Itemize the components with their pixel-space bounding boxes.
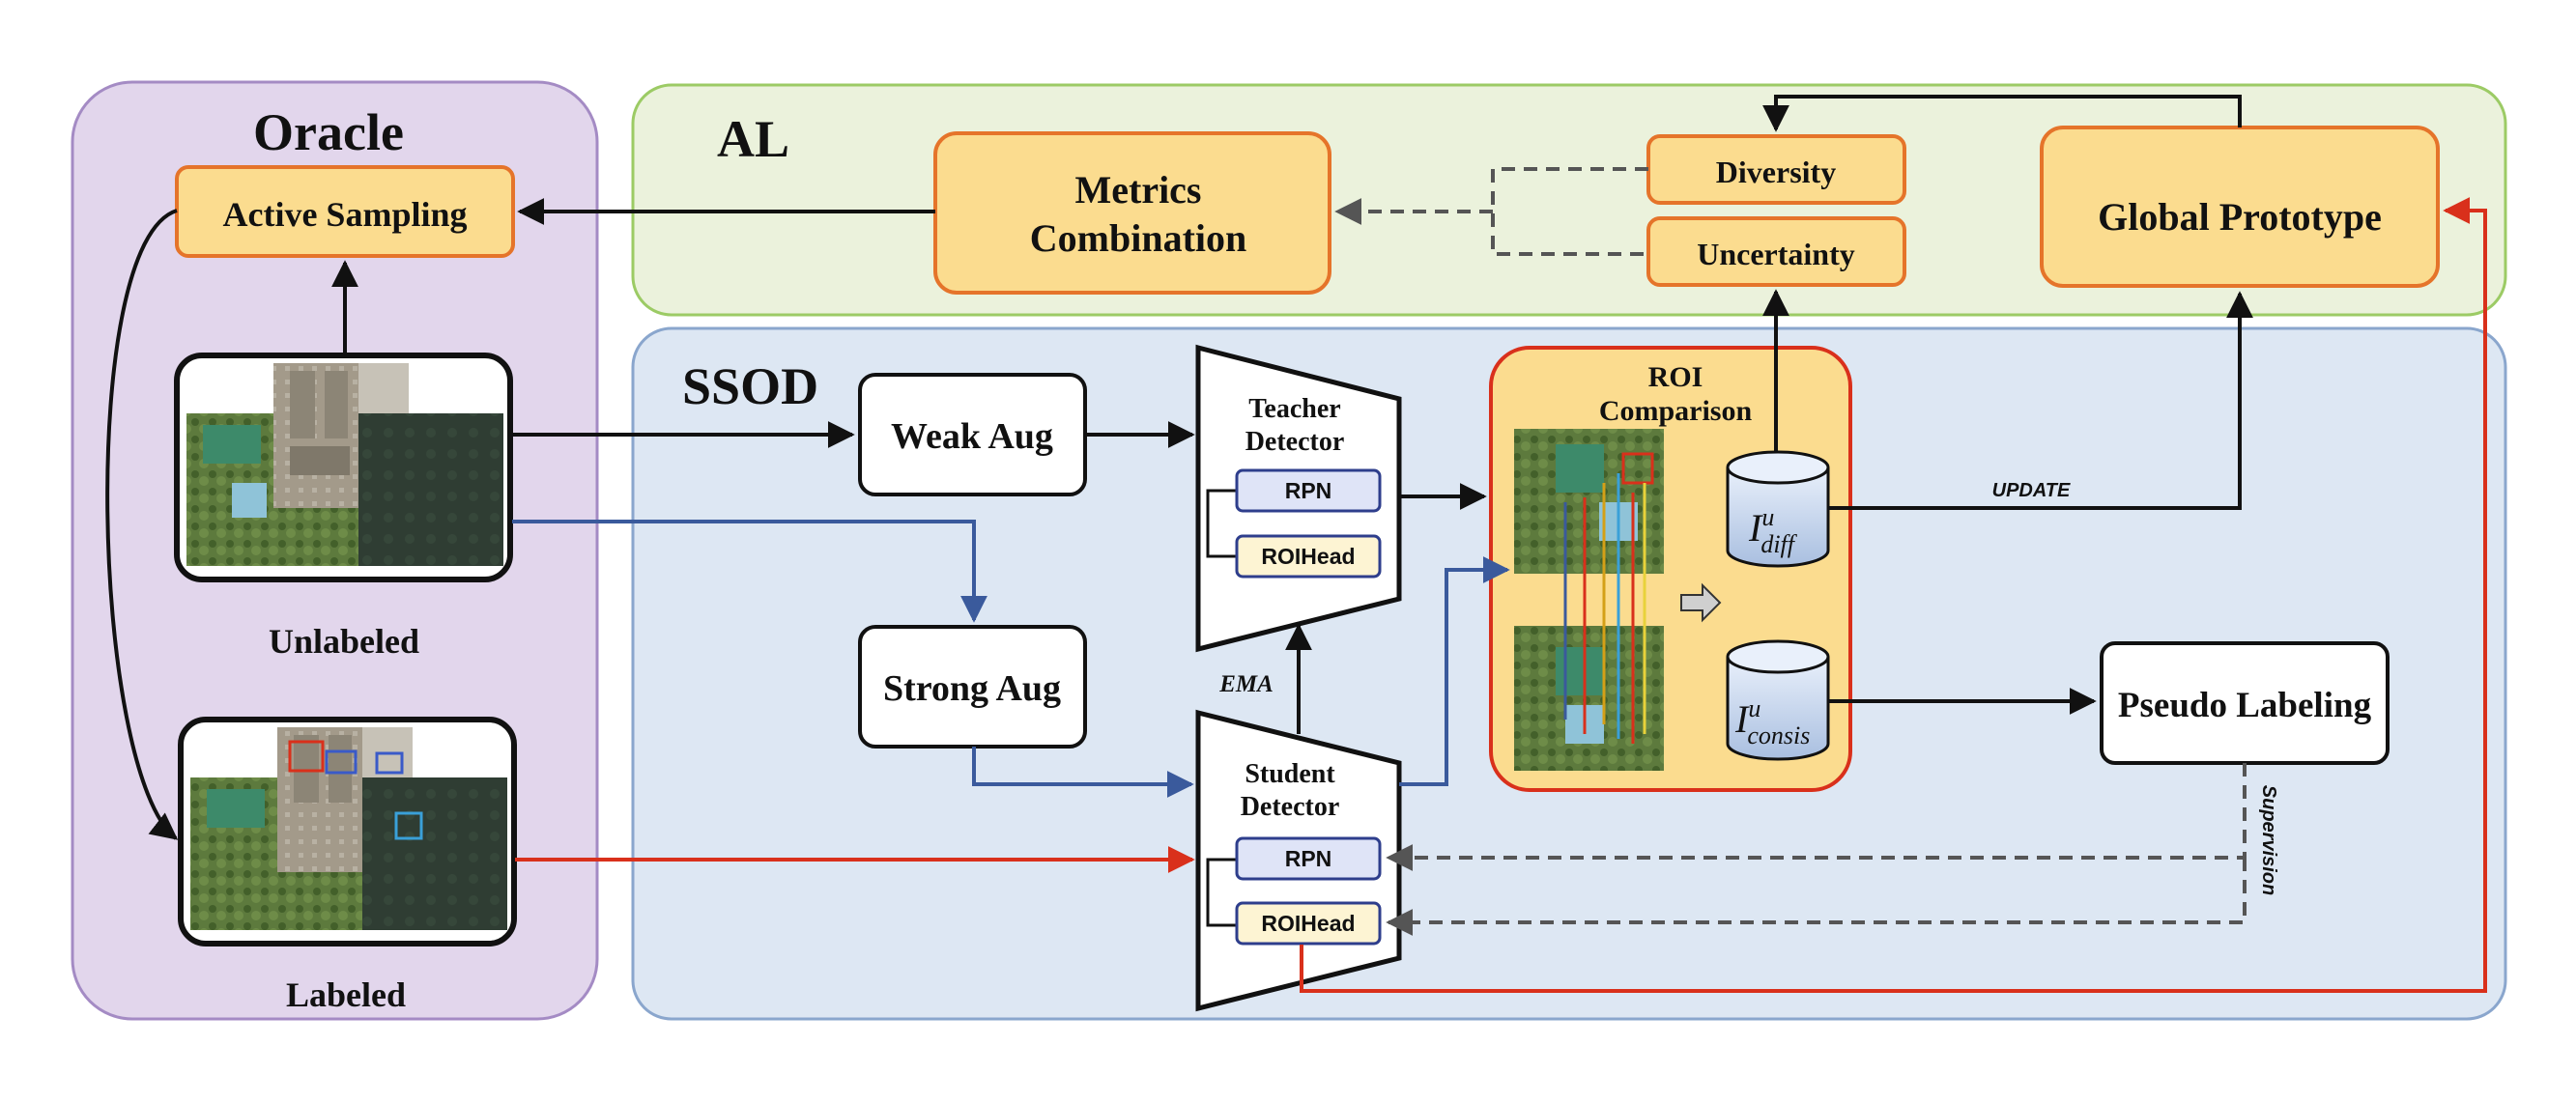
global-prototype-box[interactable]: Global Prototype — [2040, 126, 2440, 288]
unlabeled-aerial-collage — [186, 363, 503, 566]
roi-line1: ROI — [1648, 361, 1703, 393]
arrow-unlabeled-to-strong — [512, 520, 987, 623]
pseudo-labeling-label: Pseudo Labeling — [2118, 686, 2372, 725]
arrow-strong-to-student — [972, 747, 1194, 798]
active-sampling-label: Active Sampling — [222, 195, 467, 234]
labeled-aerial-collage — [190, 727, 507, 930]
diversity-box[interactable]: Diversity — [1646, 134, 1906, 205]
strong-aug-box[interactable]: Strong Aug — [858, 625, 1087, 749]
labeled-image — [178, 717, 517, 947]
unlabeled-label: Unlabeled — [269, 622, 419, 661]
ema-label: EMA — [1218, 671, 1274, 697]
roi-matching-lines — [1563, 473, 1646, 744]
teacher-roihead-label: ROIHead — [1261, 544, 1355, 569]
global-prototype-label: Global Prototype — [2098, 195, 2382, 239]
teacher-rpn-chip: RPN — [1235, 468, 1382, 513]
arrow-prototype-to-diversity — [1762, 95, 2242, 132]
dashed-supervision-to-roihead — [1386, 858, 2247, 936]
student-rpn-roi-link — [1206, 858, 1237, 927]
student-rpn-label: RPN — [1285, 846, 1332, 871]
roi-line2: Comparison — [1599, 395, 1753, 427]
ssod-title: SSOD — [682, 357, 818, 415]
student-roihead-label: ROIHead — [1261, 911, 1355, 936]
metrics-line2: Combination — [1030, 216, 1247, 260]
weak-aug-label: Weak Aug — [891, 416, 1053, 457]
pseudo-labeling-box[interactable]: Pseudo Labeling — [2100, 641, 2390, 765]
al-title: AL — [717, 110, 789, 168]
student-roihead-chip: ROIHead — [1235, 901, 1382, 946]
active-sampling-box[interactable]: Active Sampling — [175, 165, 515, 258]
teacher-roihead-chip: ROIHead — [1235, 534, 1382, 579]
weak-aug-box[interactable]: Weak Aug — [858, 373, 1087, 496]
student-detector[interactable]: Student Detector RPN ROIHead — [1195, 709, 1402, 1012]
unlabeled-image — [174, 353, 513, 582]
uncertainty-box[interactable]: Uncertainty — [1646, 216, 1906, 287]
arrow-student-to-roi — [1399, 556, 1510, 786]
teacher-rpn-label: RPN — [1285, 478, 1332, 503]
supervision-label: Supervision — [2258, 785, 2279, 895]
roi-fat-arrow-icon — [1680, 582, 1722, 623]
teacher-detector[interactable]: Teacher Detector RPN ROIHead — [1195, 344, 1402, 653]
roi-top-image — [1514, 429, 1664, 574]
metrics-line1: Metrics — [1074, 168, 1201, 212]
arrow-roihead-to-prototype — [1300, 197, 2487, 993]
arrow-diff-update-to-prototype — [1828, 291, 2253, 510]
roi-bottom-image — [1514, 626, 1664, 771]
strong-aug-label: Strong Aug — [883, 668, 1061, 709]
student-rpn-chip: RPN — [1235, 836, 1382, 881]
uncertainty-label: Uncertainty — [1697, 237, 1855, 271]
teacher-line1: Teacher — [1248, 394, 1340, 424]
metrics-combination-box[interactable]: Metrics Combination — [933, 131, 1331, 295]
teacher-rpn-roi-link — [1206, 489, 1237, 558]
student-line1: Student — [1245, 759, 1335, 789]
update-label: UPDATE — [1992, 480, 2071, 501]
oracle-title: Oracle — [253, 103, 404, 161]
dashed-diversity-branch — [1491, 167, 1648, 256]
teacher-line2: Detector — [1245, 427, 1345, 457]
labeled-label: Labeled — [286, 975, 406, 1014]
student-line2: Detector — [1241, 792, 1340, 822]
diversity-label: Diversity — [1716, 155, 1836, 189]
arrow-sampling-to-labeled — [105, 209, 179, 840]
